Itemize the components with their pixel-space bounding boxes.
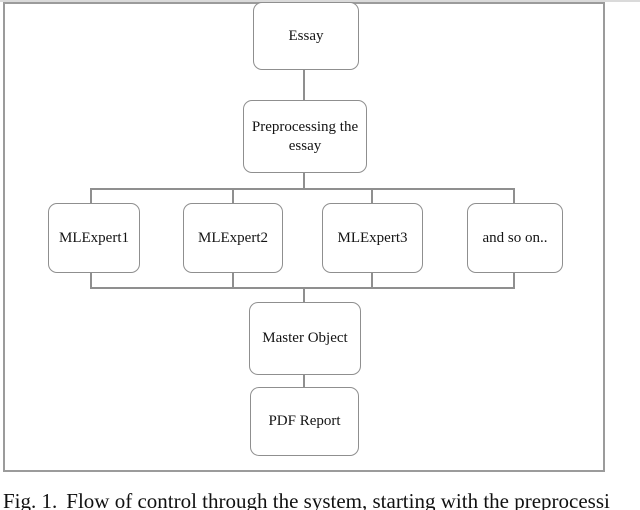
node-mlexpert3: MLExpert3 [322,203,423,273]
caption-label: Fig. 1. [3,489,58,510]
node-and-so-on: and so on.. [467,203,563,273]
node-master-object: Master Object [249,302,361,375]
edge-mlexpert3-bus [371,272,373,288]
node-essay: Essay [253,2,359,70]
edge-preprocessing-to-bus [303,172,305,189]
page-edge-line [0,0,640,2]
caption-text: Flow of control through the system, star… [66,489,610,510]
edge-essay-preprocessing [303,70,305,101]
figure-caption: Fig. 1. Flow of control through the syste… [3,489,640,510]
edge-master-object-pdf-report [303,374,305,388]
edge-mlexpert1-bus [90,272,92,288]
node-mlexpert1: MLExpert1 [48,203,140,273]
edge-and-so-on-bus [513,272,515,288]
fanout-bus-line [90,188,515,190]
edge-bus-master-object [303,287,305,303]
edge-bus-mlexpert3 [371,188,373,204]
edge-bus-mlexpert2 [232,188,234,204]
fanin-bus-line [90,287,515,289]
node-pdf-report: PDF Report [250,387,359,456]
edge-bus-mlexpert1 [90,188,92,204]
node-preprocessing: Preprocessing the essay [243,100,367,173]
edge-bus-and-so-on [513,188,515,204]
edge-mlexpert2-bus [232,272,234,288]
node-mlexpert2: MLExpert2 [183,203,283,273]
